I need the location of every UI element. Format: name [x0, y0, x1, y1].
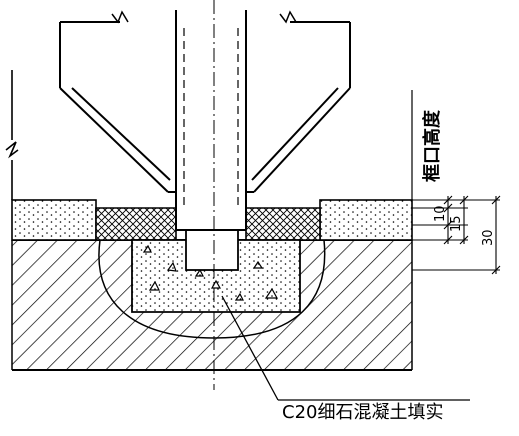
dimension-15: 15 — [449, 215, 464, 232]
frame-height-label: 框口高度 — [421, 109, 443, 182]
dimension-10: 10 — [433, 205, 448, 222]
fill-note-label: C20细石混凝土填实 — [282, 402, 443, 423]
screed-layer-left — [11, 199, 97, 241]
aggregate-triangles — [142, 244, 279, 301]
frame-wall-right — [246, 10, 351, 193]
pipe — [175, 0, 247, 390]
frame-wall-left — [59, 10, 176, 193]
concrete-fill-hole — [98, 239, 326, 339]
thickness-dimensions — [412, 195, 501, 275]
dimension-30: 30 — [481, 229, 496, 246]
sealant-band — [95, 207, 321, 241]
screed-layer-right — [319, 199, 413, 241]
fill-note-leader — [221, 295, 470, 401]
outer-wall-left — [5, 70, 19, 200]
